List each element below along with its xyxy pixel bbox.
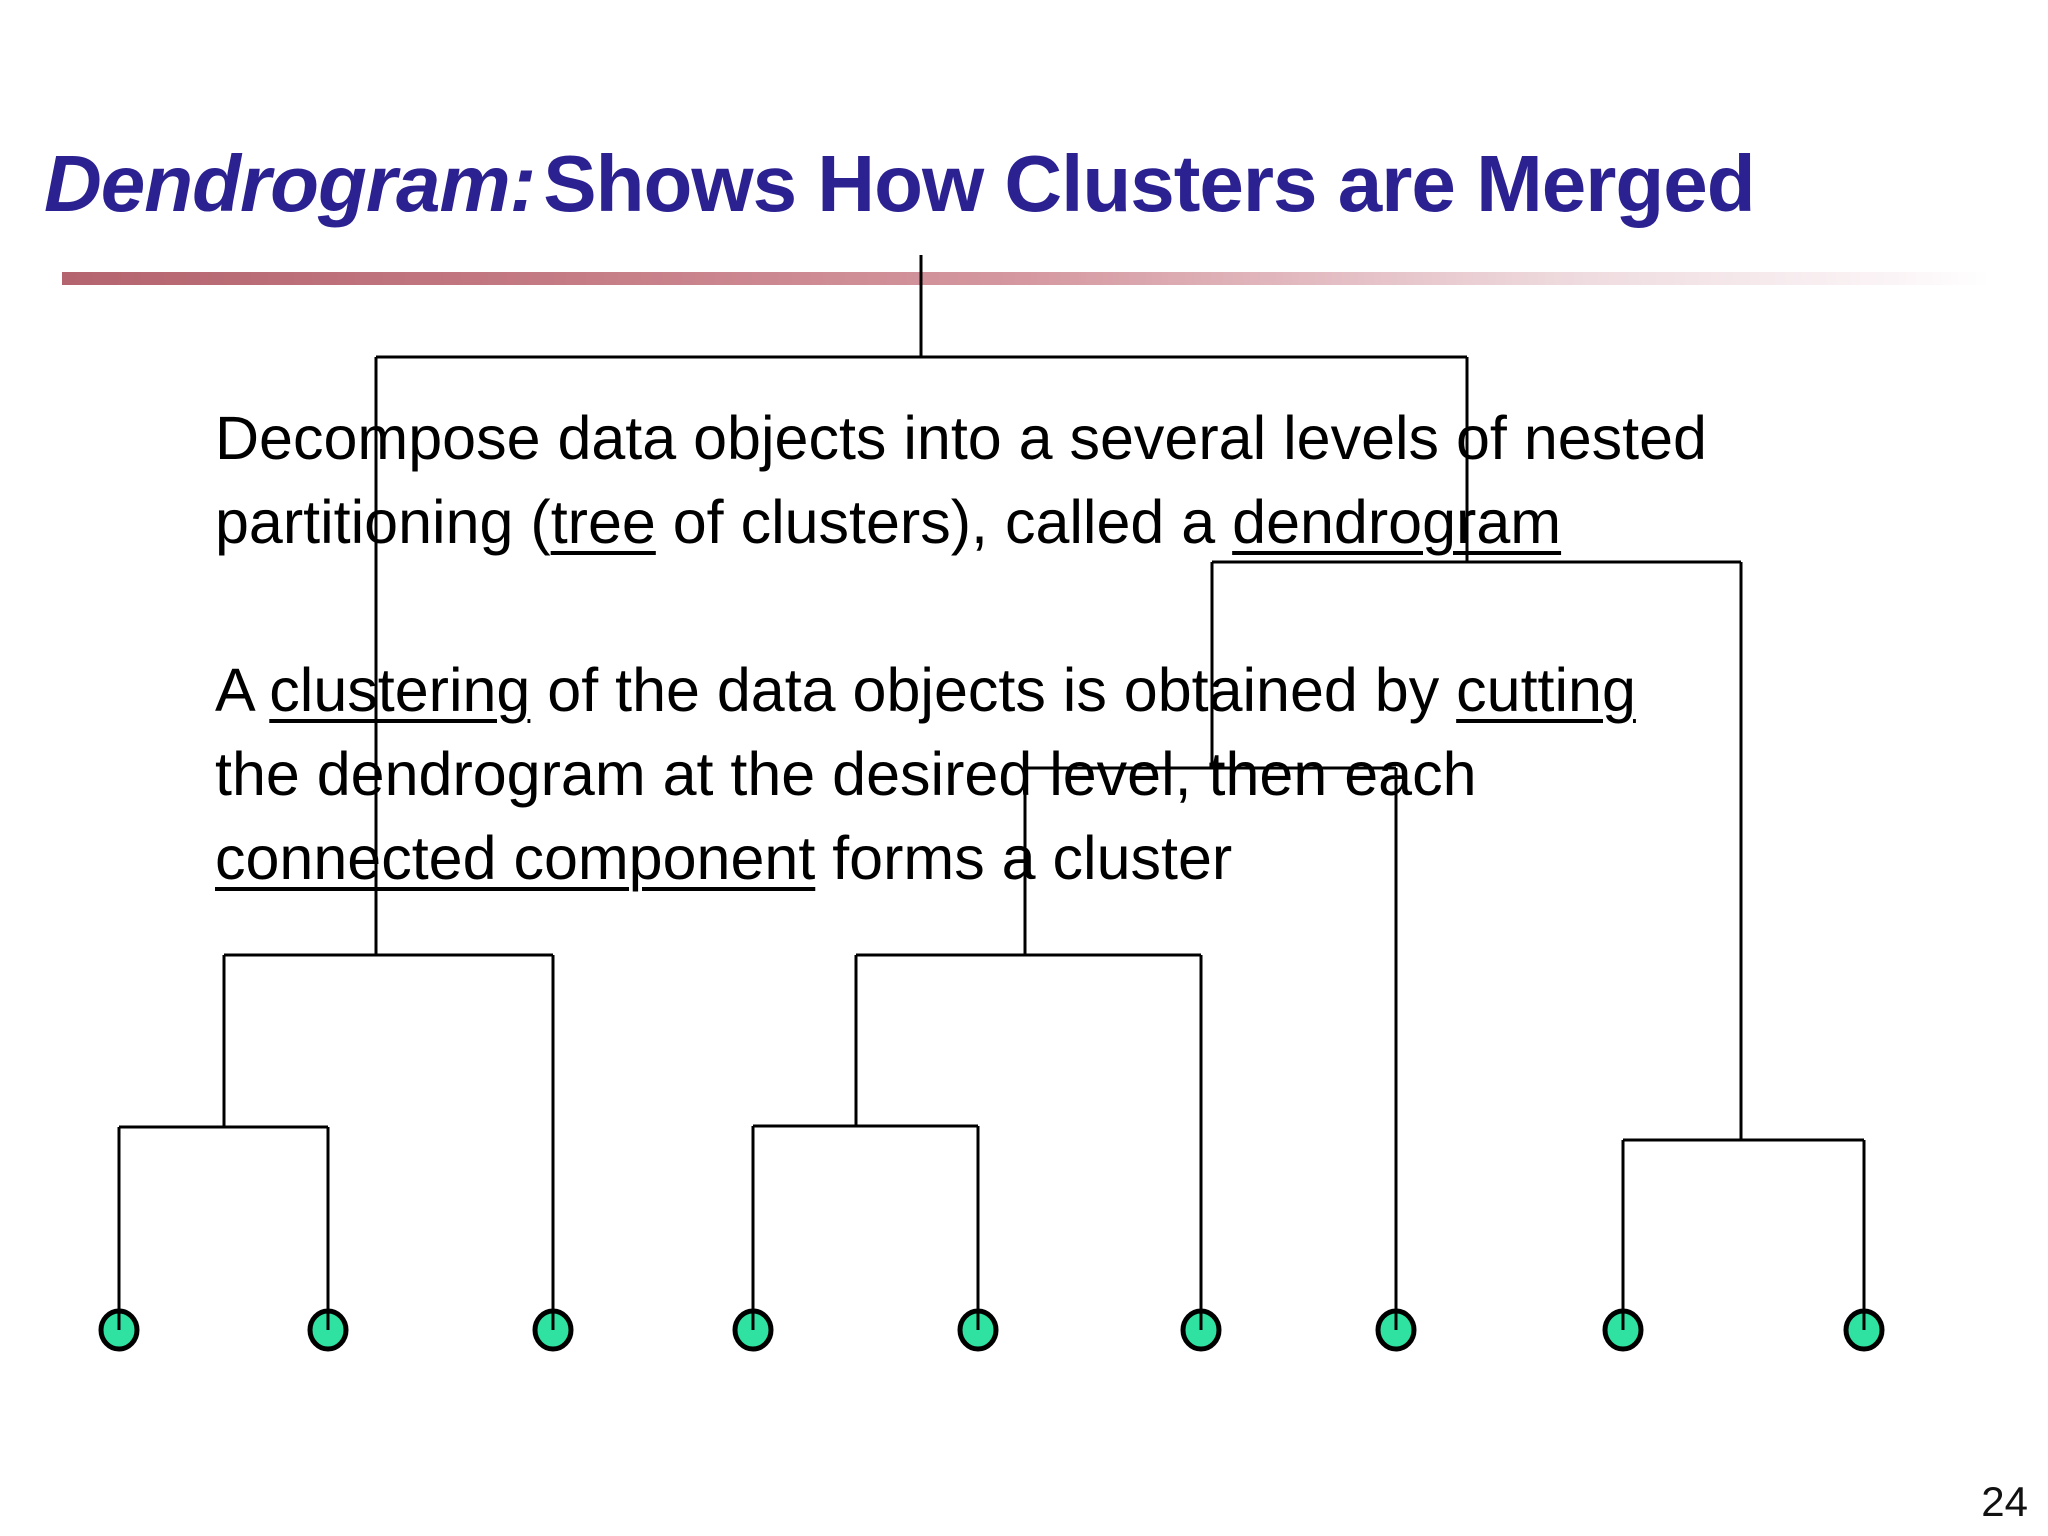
underlined-term: cutting: [1456, 656, 1636, 724]
text-segment: forms a cluster: [815, 824, 1233, 892]
text-line: Decompose data objects into a several le…: [215, 396, 1975, 480]
text-segment: the dendrogram at the desired level, the…: [215, 740, 1477, 808]
slide-title-rest: Shows How Clusters are Merged: [543, 138, 1755, 228]
underlined-term: connected component: [215, 824, 816, 892]
text-line: A clustering of the data objects is obta…: [215, 648, 1975, 732]
underlined-term: clustering: [269, 656, 531, 724]
slide-title-emphasis: Dendrogram:: [44, 138, 536, 228]
text-segment: of the data objects is obtained by: [530, 656, 1457, 724]
underlined-term: tree: [550, 488, 656, 556]
text-segment: of clusters), called a: [655, 488, 1233, 556]
text-line: connected component forms a cluster: [215, 816, 1975, 900]
paragraph: A clustering of the data objects is obta…: [215, 648, 1975, 900]
text-line: the dendrogram at the desired level, the…: [215, 732, 1975, 816]
slide-title: Dendrogram:Shows How Clusters are Merged: [44, 138, 1756, 230]
underlined-term: dendrogram: [1232, 488, 1562, 556]
body-text: Decompose data objects into a several le…: [215, 396, 1975, 900]
page-number: 24: [1981, 1478, 2028, 1525]
paragraph: Decompose data objects into a several le…: [215, 396, 1975, 564]
divider-line: [62, 272, 1990, 285]
text-segment: partitioning (: [215, 488, 551, 556]
text-segment: A: [215, 656, 270, 724]
text-line: partitioning (tree of clusters), called …: [215, 480, 1975, 564]
text-segment: Decompose data objects into a several le…: [215, 404, 1707, 472]
